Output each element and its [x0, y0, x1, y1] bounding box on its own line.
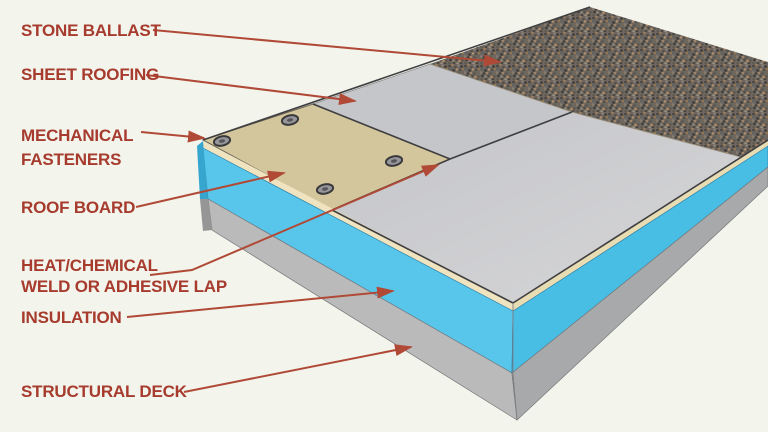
left-side-sliver — [197, 141, 212, 231]
insulation-right-face — [511, 145, 768, 374]
front-corner-line — [512, 303, 518, 421]
mechanical-fastener — [280, 114, 300, 126]
mechanical-fastener — [212, 135, 232, 147]
leader-roof-board — [135, 170, 286, 208]
leader-insulation — [126, 286, 395, 318]
stone-ballast-surface — [430, 7, 768, 157]
upper-sheet-front-edge — [312, 103, 451, 160]
roof-slab-top — [201, 6, 768, 304]
sheet-edge-line-right — [512, 139, 768, 304]
label-structural-deck: STRUCTURAL DECK — [21, 382, 188, 401]
leader-heat-chemical-weld — [149, 164, 440, 276]
insulation-left-sliver — [197, 141, 208, 199]
roof-board-edge-right — [513, 140, 768, 311]
label-roof-board: ROOF BOARD — [21, 198, 135, 217]
roof-board-edge-front — [203, 141, 513, 311]
right-side-face — [511, 139, 768, 421]
leader-sheet-roofing — [145, 74, 357, 105]
leader-mechanical-fasteners — [140, 130, 206, 143]
sheet-edge-line-front — [331, 209, 514, 304]
deck-left-sliver — [200, 199, 212, 231]
label-sheet-roofing: SHEET ROOFING — [21, 65, 159, 84]
fastener-group — [212, 114, 404, 195]
slab-back-edge — [202, 6, 591, 141]
mechanical-fastener — [384, 155, 404, 167]
leader-lines — [126, 29, 502, 393]
mechanical-fastener — [315, 183, 335, 195]
label-stone-ballast: STONE BALLAST — [21, 21, 162, 40]
leader-structural-deck — [183, 344, 413, 393]
label-insulation: INSULATION — [21, 308, 122, 327]
front-left-face — [202, 141, 518, 421]
leader-stone-ballast — [152, 29, 502, 67]
